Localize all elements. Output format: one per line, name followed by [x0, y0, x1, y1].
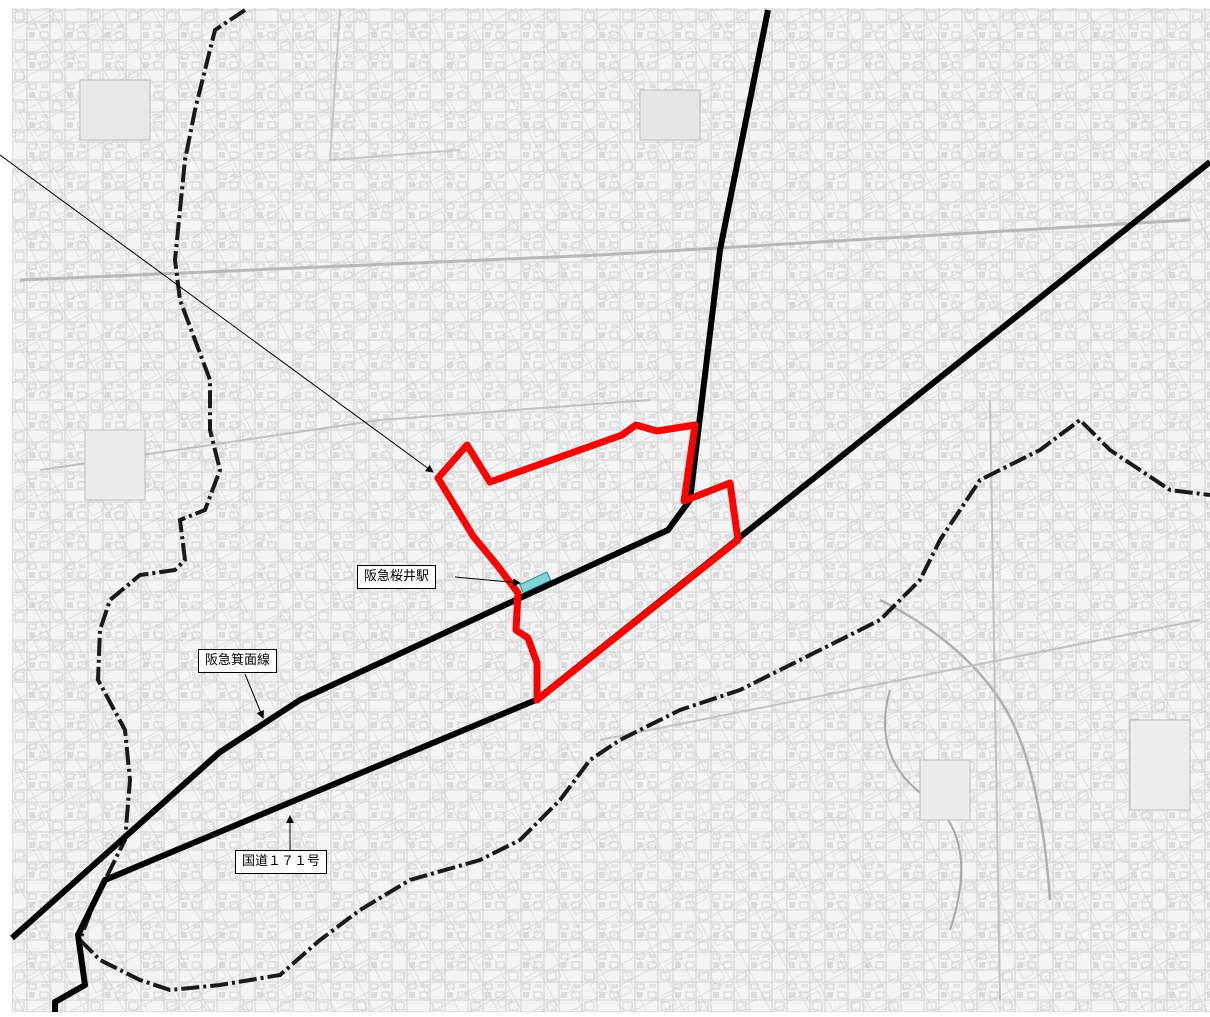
basemap — [12, 8, 1210, 1012]
railway-label: 阪急箕面線 — [198, 649, 278, 673]
station-icon[interactable] — [519, 571, 552, 594]
railway-line — [10, 9, 771, 941]
arrow-icon-station — [454, 576, 521, 587]
station-label: 阪急桜井駅 — [357, 565, 437, 589]
city-boundary-west — [78, 8, 247, 941]
area-boundary[interactable] — [434, 421, 742, 704]
arrow-icon-railway — [244, 673, 265, 719]
national-road — [52, 159, 1210, 1012]
city-boundary-south — [78, 417, 1210, 993]
leader-line-area — [0, 154, 434, 473]
road-label: 国道１７１号 — [235, 850, 328, 874]
